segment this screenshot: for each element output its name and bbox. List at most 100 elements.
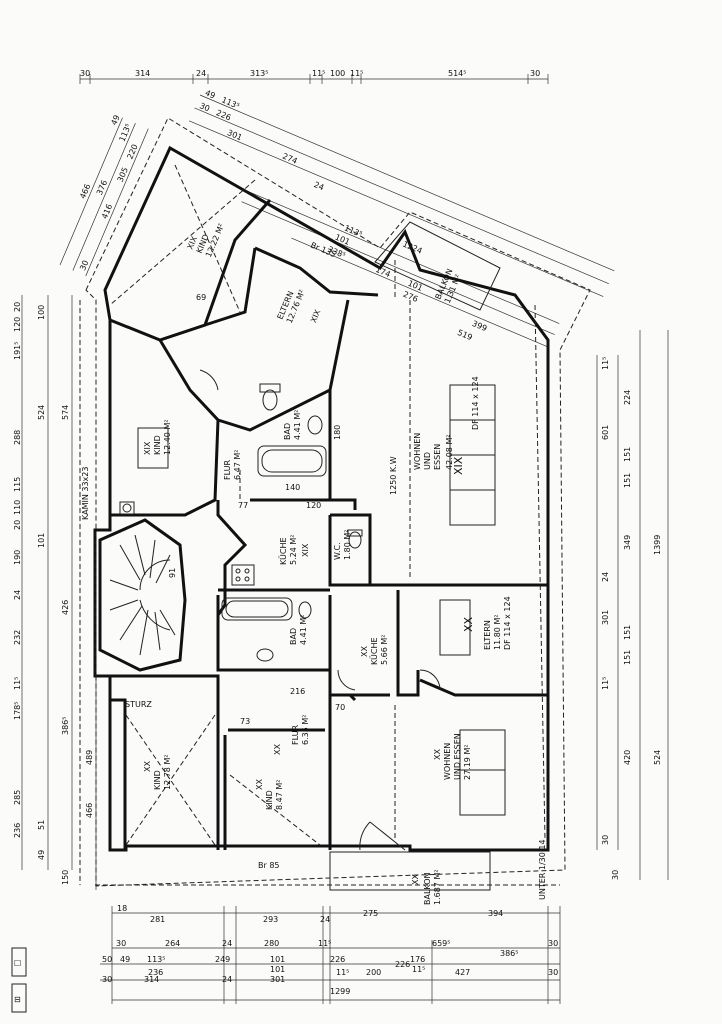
right-dim-601: 601	[601, 425, 610, 440]
room-kuche-2-name: KÜCHE	[369, 637, 379, 665]
room-wohnen-1-mark: XIX	[452, 456, 465, 475]
left-diag-dim-5: 220	[125, 143, 139, 161]
left-dim-466: 466	[85, 803, 94, 818]
room-kuche-1-name: KÜCHE	[278, 537, 288, 565]
annotation-70: 70	[335, 703, 345, 712]
room-flur-2-mark: XX	[273, 744, 282, 755]
annotation-kw: 1250 K.W	[389, 456, 398, 495]
room-kind-3-name: KIND	[153, 770, 162, 790]
toilet-2	[347, 529, 363, 549]
skylight-eltern-2	[439, 599, 471, 656]
left-dim-20b: 20	[13, 520, 22, 530]
outer-walls	[85, 117, 591, 887]
room-kind-4-name: KIND	[265, 790, 274, 810]
right-dim-151b: 151	[623, 473, 632, 488]
room-flur-2-name: FLUR	[291, 724, 300, 745]
annotation-77: 77	[238, 501, 248, 510]
bottom-dim-r4-115: 11⁵	[336, 968, 349, 977]
bottom-dim-r4-236: 236	[148, 968, 163, 977]
bottom-dim-r2-30b: 30	[548, 939, 558, 948]
bottom-dim-293: 293	[263, 915, 278, 924]
bottom-dim-r2-24: 24	[222, 939, 232, 948]
bottom-dim-r5-30b: 30	[548, 968, 558, 977]
left-dim-288: 288	[13, 430, 22, 445]
room-eltern-1-mark: XIX	[309, 308, 323, 324]
bottom-dim-r4-226: 226	[395, 960, 410, 969]
right-dim-115c: 11⁵	[601, 677, 610, 690]
room-bad-2-name: BAD	[289, 628, 298, 645]
chimney	[119, 501, 135, 515]
annotation-120: 120	[306, 501, 321, 510]
top-dim-8: 514⁵	[448, 69, 466, 78]
room-eltern-2-mark: XX	[462, 616, 475, 632]
bottom-dim-18: 18	[117, 904, 127, 913]
top-dim-9: 30	[530, 69, 540, 78]
room-flur-1: FLUR 6.47 M²	[223, 450, 242, 480]
annotation-180: 180	[333, 425, 342, 440]
diag-dim-16: 519	[456, 328, 474, 342]
room-bad-2-area: 4.41 M²	[299, 615, 308, 645]
bottom-dim-r3-50: 50	[102, 955, 112, 964]
bottom-dim-r3-249: 249	[215, 955, 230, 964]
right-dimension-chains	[596, 330, 669, 880]
room-kind-2-mark: XIX	[143, 441, 152, 455]
room-flur-1-name: FLUR	[223, 459, 232, 480]
room-kuche-1-area: 5.24 M²	[289, 535, 298, 565]
top-dim-2: 314	[135, 69, 150, 78]
room-wohnen-2: XX WOHNEN UND ESSEN 27.19 M²	[433, 733, 472, 780]
room-wc-1-area: 1.80 M²	[343, 530, 352, 560]
diag-dim-1: 49	[204, 88, 217, 100]
room-balkon-2-mark: XX	[411, 874, 420, 885]
room-kind-2-area: 12.40 M²	[163, 419, 172, 455]
top-dim-1: 30	[80, 69, 90, 78]
right-dim-1399: 1399	[653, 535, 662, 555]
room-flur-1-area: 6.47 M²	[233, 450, 242, 480]
bottom-dim-r2-6595: 659⁵	[432, 939, 450, 948]
sink-1	[307, 415, 323, 435]
margin-mark-1: ☐	[14, 959, 21, 968]
left-dim-426: 426	[61, 600, 70, 615]
left-dim-489: 489	[85, 750, 94, 765]
right-dim-151: 151	[623, 447, 632, 462]
room-bad-1: BAD 4.41 M²	[283, 410, 302, 440]
left-diag-dim-8: 30	[78, 259, 90, 272]
room-wohnen-1-sub1: UND	[423, 452, 432, 470]
left-dimension-texts: 20 120 100 191⁵ 288 115 110 20 101 190 2…	[13, 302, 94, 885]
room-kind-3-area: 12.78 M²	[163, 754, 172, 790]
left-dim-3865: 386⁵	[61, 717, 70, 735]
skylight-wohnen-2	[459, 729, 506, 816]
right-dim-524: 524	[653, 750, 662, 765]
bottom-dimension-chains	[100, 906, 561, 1004]
left-diag-dim-2: 376	[95, 179, 109, 197]
bottom-dim-r5-427: 427	[455, 968, 470, 977]
room-kuche-1: KÜCHE 5.24 M² XIX	[278, 535, 310, 565]
left-dim-1785: 178⁵	[13, 702, 22, 720]
left-dim-150: 150	[61, 870, 70, 885]
room-wohnen-2-sub: UND ESSEN	[453, 733, 462, 780]
left-dim-232: 232	[13, 630, 22, 645]
bottom-dim-r4-115b: 11⁵	[412, 965, 425, 974]
room-eltern-2: ELTERN 11.80 M² DF 114 x 124 XX	[462, 596, 512, 650]
left-diag-dim-6: 113⁵	[118, 123, 134, 144]
room-kind-4-mark: XX	[255, 779, 264, 790]
annotation-73: 73	[240, 717, 250, 726]
left-dimension-chains	[21, 295, 97, 890]
right-dimension-texts: 11⁵ 224 601 151 151 349 24 301 151 151 1…	[601, 357, 662, 880]
diag-dim-7: 24	[312, 180, 325, 192]
annotation-unter: UNTER 1/30 14	[538, 839, 547, 900]
room-wohnen-2-mark: XX	[433, 749, 442, 760]
room-kind-2-name: KIND	[153, 435, 162, 455]
door-swings	[199, 369, 441, 851]
toilet-1	[259, 383, 281, 411]
left-dim-524: 524	[37, 405, 46, 420]
left-dim-120: 120	[13, 317, 22, 332]
bottom-dim-r5-30: 30	[102, 975, 112, 984]
room-bad-2: BAD 4.41 M²	[289, 615, 308, 645]
annotation-br85: Br 85	[258, 861, 280, 870]
left-dim-101: 101	[37, 533, 46, 548]
room-eltern-2-df: DF 114 x 124	[503, 596, 512, 650]
room-kuche-2-mark: XX	[360, 646, 369, 657]
annotation-140: 140	[285, 483, 300, 492]
room-wc-1-name: W.C.	[333, 542, 342, 560]
